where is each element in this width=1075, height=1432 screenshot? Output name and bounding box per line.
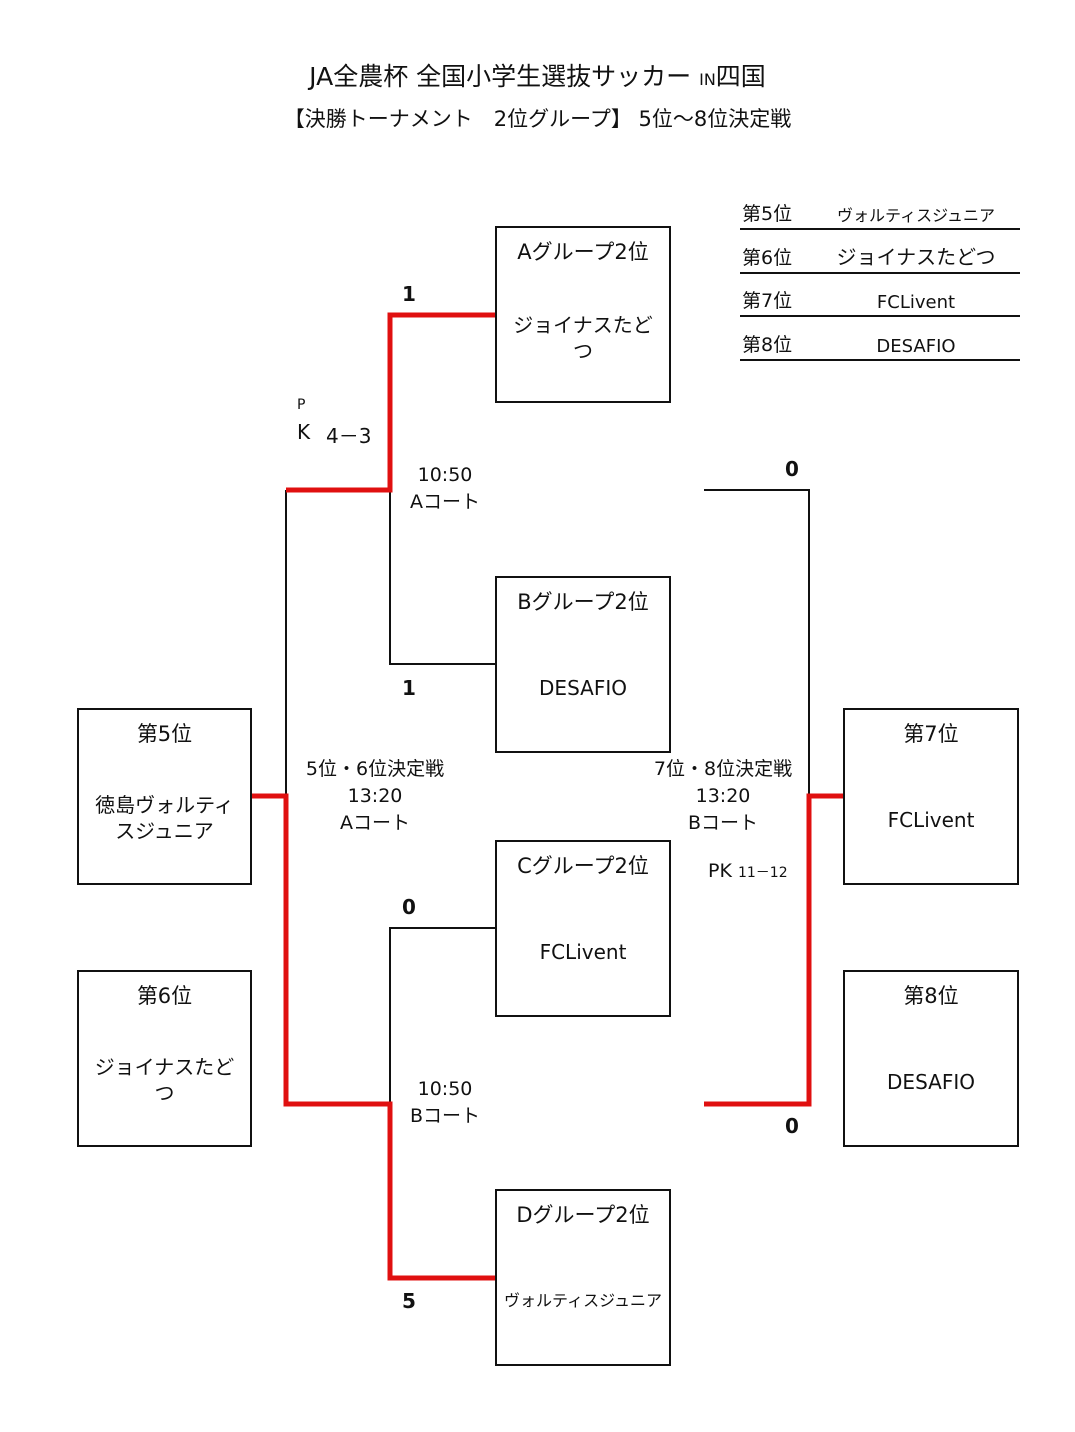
- match-semi-a: 10:50 Aコート: [400, 462, 490, 516]
- match-time: 10:50: [417, 464, 473, 486]
- match-time: 13:20: [347, 785, 403, 807]
- box-group-a: Aグループ2位 ジョイナスたど つ: [495, 226, 671, 403]
- line-c-to-semi-b: [389, 927, 495, 1104]
- ranking-row-6: 第6位 ジョイナスたどつ: [740, 242, 1020, 274]
- box-label: 第7位: [903, 722, 959, 746]
- page-subtitle: 【決勝トーナメント 2位グループ】 5位～8位決定戦: [283, 107, 792, 131]
- match-court: Aコート: [340, 812, 410, 834]
- ranking-rank: 第5位: [742, 203, 793, 225]
- box-label: 第6位: [136, 984, 193, 1008]
- line-b-to-semi-a: [389, 490, 495, 665]
- box-result-5: 第5位 徳島ヴォルティ スジュニア: [77, 708, 252, 885]
- box-label: Bグループ2位: [517, 590, 649, 614]
- pk-semi-a-p: P: [297, 397, 306, 413]
- match-court: Aコート: [410, 491, 480, 513]
- ranking-rank: 第6位: [742, 247, 793, 269]
- win-line-final78: [704, 793, 844, 1107]
- ranking-row-7: 第7位 FCLivent: [740, 285, 1020, 317]
- box-result-6: 第6位 ジョイナスたど つ: [77, 970, 252, 1147]
- loser-lines: [285, 489, 810, 1104]
- match-court: Bコート: [687, 812, 759, 834]
- box-team: FCLivent: [887, 808, 975, 832]
- ranking-rank: 第7位: [742, 290, 793, 312]
- box-result-8: 第8位 DESAFIO: [843, 970, 1019, 1147]
- match-name: 7位・8位決定戦: [653, 758, 793, 780]
- match-final-56: 5位・6位決定戦 13:20 Aコート: [290, 756, 460, 837]
- score-semi-a-top: 1: [402, 282, 416, 306]
- ranking-row-8: 第8位 DESAFIO: [740, 329, 1020, 361]
- box-team: ヴォルティスジュニア: [504, 1291, 662, 1310]
- box-team: DESAFIO: [539, 676, 627, 700]
- box-label: Dグループ2位: [516, 1203, 650, 1227]
- ranking-team: ジョイナスたどつ: [836, 245, 996, 269]
- box-group-c: Cグループ2位 FCLivent: [495, 840, 671, 1017]
- line-semi-a-loser-to-final78: [704, 489, 810, 796]
- page-title: JA全農杯 全国小学生選抜サッカー IN四国: [0, 57, 1075, 93]
- box-result-7: 第7位 FCLivent: [843, 708, 1019, 885]
- box-label: Aグループ2位: [517, 240, 649, 264]
- score-final78-bottom: 0: [785, 1114, 799, 1138]
- title-text: JA全農杯 全国小学生選抜サッカー: [309, 62, 692, 91]
- score-semi-b-top: 0: [402, 895, 416, 919]
- box-team: 徳島ヴォルティ スジュニア: [95, 793, 234, 843]
- box-team: ジョイナスたど つ: [94, 1055, 235, 1105]
- match-semi-b: 10:50 Bコート: [400, 1076, 490, 1130]
- win-line-a: [286, 312, 495, 493]
- pk-final78: PK 11－12: [708, 860, 788, 882]
- pk-semi-a-k: K: [297, 420, 311, 444]
- box-label: Cグループ2位: [517, 854, 649, 878]
- winner-lines: [251, 312, 844, 1281]
- box-group-d: Dグループ2位 ヴォルティスジュニア: [495, 1189, 671, 1366]
- title-suffix-small: IN: [699, 70, 716, 89]
- box-group-b: Bグループ2位 DESAFIO: [495, 576, 671, 753]
- match-time: 10:50: [417, 1078, 473, 1100]
- pk-final78-label: PK: [708, 860, 732, 882]
- match-final-78: 7位・8位決定戦 13:20 Bコート: [638, 756, 808, 837]
- box-label: 第8位: [903, 984, 959, 1008]
- ranking-team: ヴォルティスジュニア: [837, 206, 995, 225]
- score-semi-b-bottom: 5: [402, 1289, 416, 1313]
- match-name: 5位・6位決定戦: [305, 758, 445, 780]
- match-court: Bコート: [409, 1105, 481, 1127]
- pk-semi-a-score: 4－3: [326, 424, 372, 448]
- ranking-rank: 第8位: [742, 334, 793, 356]
- pk-final78-score: 11－12: [737, 865, 788, 881]
- title-suffix: 四国: [715, 62, 766, 91]
- match-time: 13:20: [695, 785, 751, 807]
- win-line-d: [251, 793, 495, 1281]
- ranking-team: DESAFIO: [876, 336, 956, 357]
- score-semi-a-bottom: 1: [402, 676, 416, 700]
- score-final78-top: 0: [785, 457, 799, 481]
- box-team: ジョイナスたど つ: [513, 313, 653, 363]
- box-label: 第5位: [136, 722, 193, 746]
- box-team: FCLivent: [539, 940, 627, 964]
- ranking-row-5: 第5位 ヴォルティスジュニア: [740, 198, 1020, 230]
- ranking-team: FCLivent: [876, 292, 956, 313]
- box-team: DESAFIO: [887, 1070, 975, 1094]
